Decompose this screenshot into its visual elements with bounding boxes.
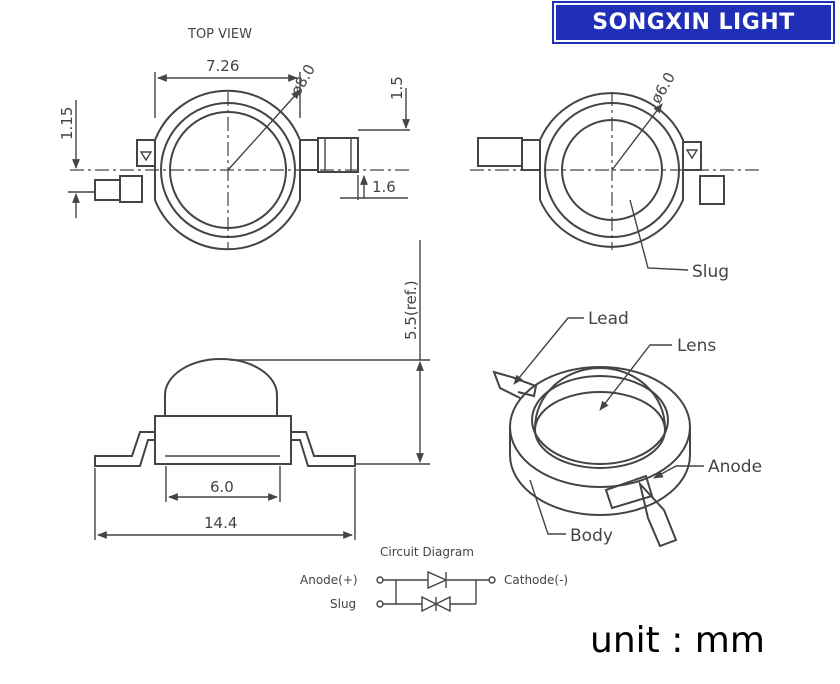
circuit-title: Circuit Diagram xyxy=(380,545,474,559)
circuit-diagram: Circuit Diagram Anode(+) Cathode(-) Slug xyxy=(300,545,568,613)
side-body xyxy=(154,415,292,465)
slug-label: Slug xyxy=(692,262,729,282)
iso-view: Lead Lens Anode Body xyxy=(492,309,762,548)
dim-1-6: 1.6 xyxy=(372,178,396,196)
dim-dia-8: ø8.0 xyxy=(287,61,319,99)
led-diode-symbol xyxy=(427,570,448,590)
top-left-lead xyxy=(119,175,143,203)
iso-anode-lead xyxy=(638,480,678,548)
side-view: 5.5(ref.) 6.0 14.4 xyxy=(94,240,430,540)
lead-label: Lead xyxy=(588,309,629,329)
top-left-tab xyxy=(136,139,156,167)
circuit-anode-label: Anode(+) xyxy=(300,573,358,587)
top-right-lead xyxy=(317,137,359,173)
lens-label: Lens xyxy=(677,336,716,356)
circuit-slug-label: Slug xyxy=(330,597,356,611)
unit-note: unit : mm xyxy=(590,620,765,661)
back-body-outline xyxy=(539,92,684,248)
back-left-lead xyxy=(477,137,523,167)
dim-14-4: 14.4 xyxy=(204,514,237,532)
body-label: Body xyxy=(570,526,613,546)
circuit-cathode-label: Cathode(-) xyxy=(504,573,568,587)
side-lens-dome xyxy=(164,358,278,416)
top-view-title: TOP VIEW xyxy=(187,27,252,42)
dim-dia-6: ø6.0 xyxy=(647,69,679,107)
brand-logo: SONGXIN LIGHT xyxy=(552,1,835,44)
dim-1-5: 1.5 xyxy=(388,76,406,100)
dim-width-7-26: 7.26 xyxy=(206,57,239,75)
iso-body-side xyxy=(509,427,691,516)
back-right-lead xyxy=(699,175,725,205)
dim-5-5-ref: 5.5(ref.) xyxy=(402,280,420,340)
anode-label: Anode xyxy=(708,457,762,477)
top-body-outline xyxy=(154,89,301,251)
top-left-lead-tip xyxy=(94,179,121,201)
tvs-diode-symbol xyxy=(434,595,451,613)
dim-1-15: 1.15 xyxy=(58,107,76,140)
top-view: TOP VIEW 7.26 ø8.0 1.5 1.6 xyxy=(58,27,410,251)
iso-lens-dome xyxy=(534,367,666,429)
dim-6-0: 6.0 xyxy=(210,478,234,496)
back-view: ø6.0 Slug xyxy=(470,69,760,282)
